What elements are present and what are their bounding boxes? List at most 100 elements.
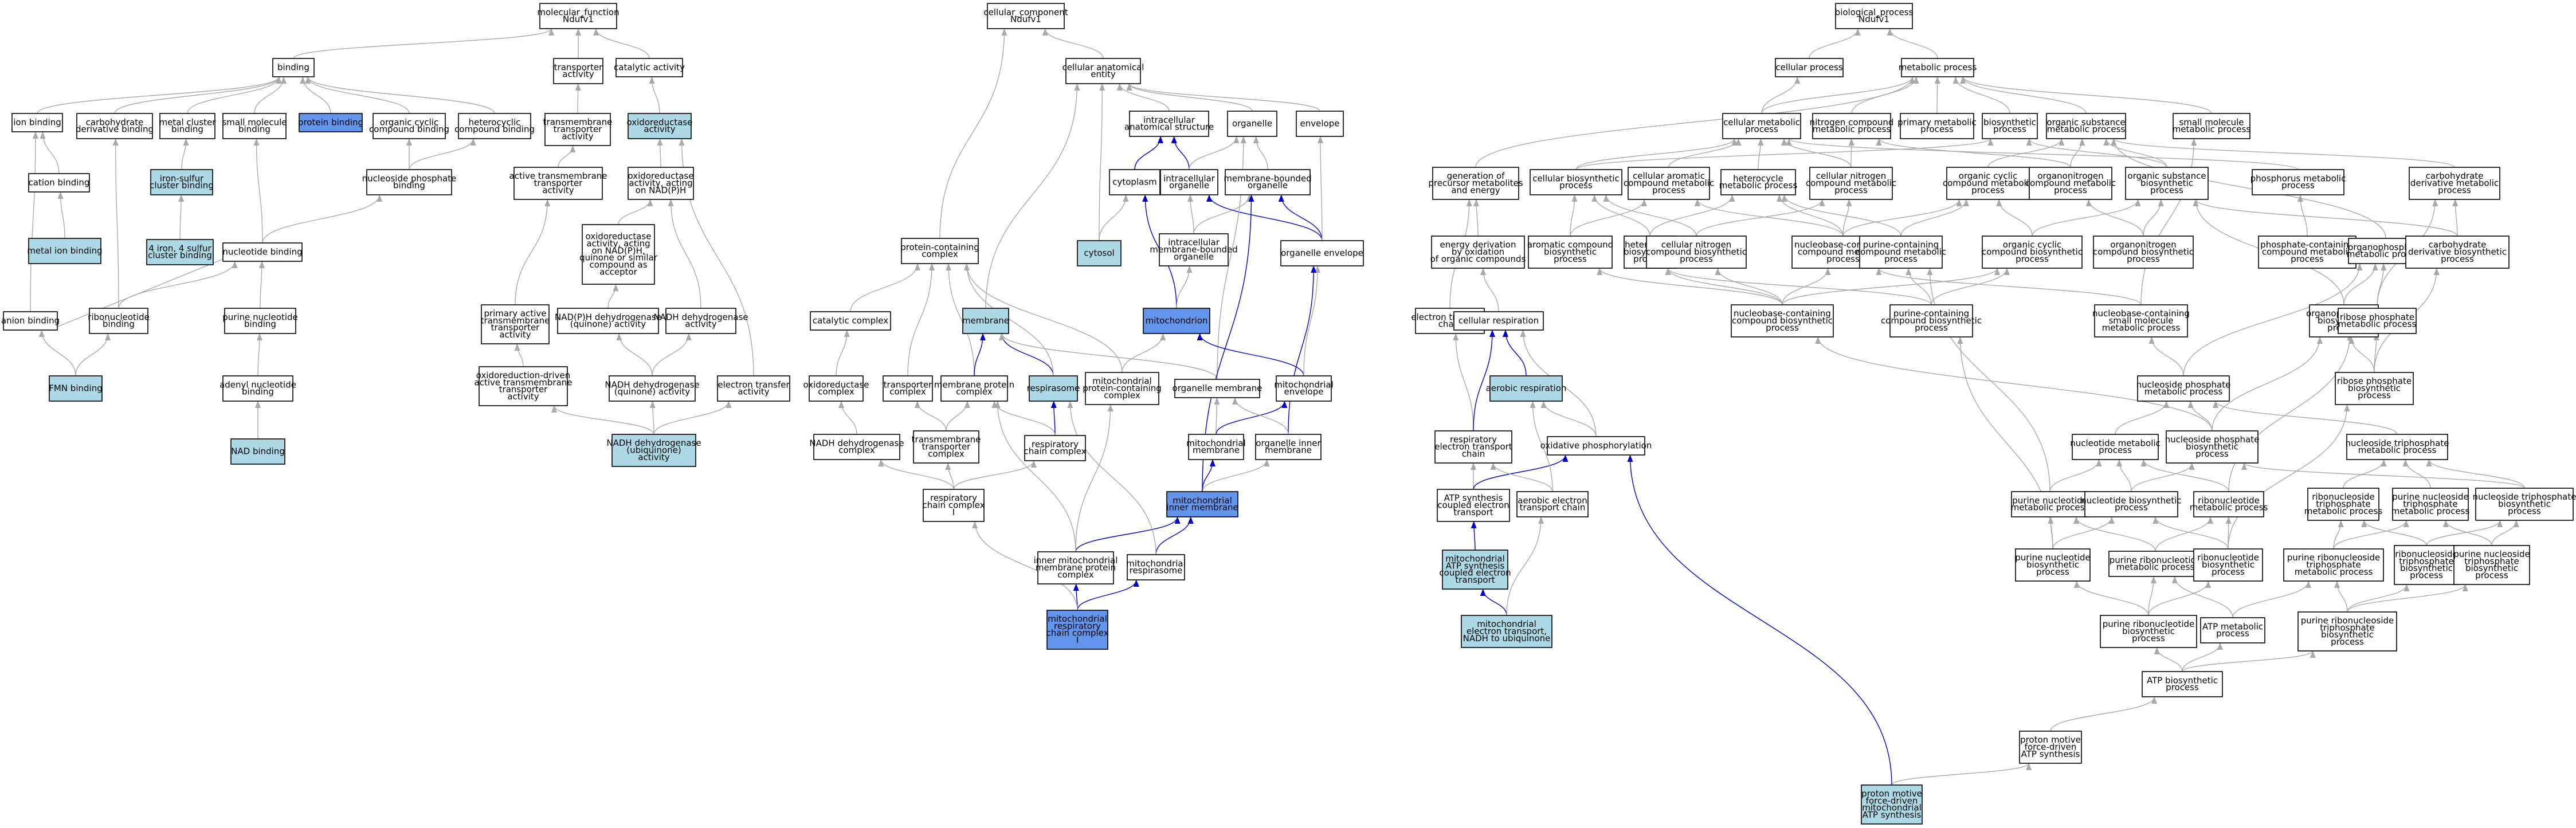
node-label: binding (242, 387, 274, 397)
node-box (1720, 169, 1796, 195)
go-term-node: oxidative phosphorylation (1540, 436, 1652, 456)
node-label: quinone or similar (579, 253, 658, 263)
edge-is-a (2402, 459, 2431, 489)
edge-is-a (1597, 268, 1783, 305)
edge-is-a (653, 401, 732, 435)
node-label: metabolic process (1813, 124, 1891, 135)
node-label: ion binding (13, 117, 61, 128)
edge-is-a (1253, 136, 1268, 170)
node-label: ribonucleotide (2197, 552, 2259, 563)
node-box (901, 238, 979, 264)
node-label: organic cyclic (380, 117, 438, 127)
node-label: process (2475, 570, 2508, 580)
edge-is-a (2377, 263, 2387, 309)
node-label: purine-containing (1893, 308, 1969, 319)
node-label: metabolic process (2173, 124, 2251, 135)
node-label: active transmembrane (475, 377, 573, 387)
node-label: aerobic electron (1518, 495, 1587, 505)
node-label: nucleoside phosphate (2136, 379, 2231, 390)
node-label: entity (1091, 69, 1116, 80)
node-label: biosynthetic (2465, 563, 2518, 574)
edge-is-a (985, 83, 1080, 309)
edge-is-a (118, 261, 238, 309)
node-box (1434, 430, 1512, 464)
edge-is-a (1475, 76, 1915, 168)
node-label: purine ribonucleotide (2103, 619, 2195, 629)
node-label: process (2331, 637, 2364, 647)
node-label: intracellular (1168, 237, 1220, 248)
edge-is-a (657, 138, 663, 168)
edge-is-a (836, 329, 850, 376)
node-box (479, 366, 568, 406)
node-label: process (2281, 180, 2315, 191)
edge-is-a (953, 460, 1037, 490)
go-term-node: respirasome (1027, 375, 1080, 402)
node-label: on NAD(P)H, (591, 245, 645, 256)
node-label: carbohydrate (2426, 171, 2484, 181)
node-box (987, 3, 1065, 29)
node-box (2394, 545, 2459, 585)
node-label: membrane (962, 316, 1009, 326)
node-label: cluster binding (150, 180, 214, 191)
node-label: biosynthetic (2348, 383, 2401, 394)
edge-is-a (1781, 194, 1901, 237)
node-label: metabolic process (1899, 62, 1977, 73)
edge-is-a (1668, 138, 1742, 168)
node-label: 4 iron, 4 sulfur (148, 243, 211, 253)
node-box (230, 438, 285, 465)
node-label: metabolic process (2190, 503, 2268, 513)
node-label: ribose phosphate (2340, 312, 2414, 322)
edge-is-a (558, 145, 576, 168)
node-box (1160, 169, 1218, 195)
go-term-node: anion binding (1, 311, 60, 331)
node-label: triphosphate (2320, 622, 2375, 633)
node-label: organic substance (2046, 117, 2125, 127)
edge-is-a (254, 76, 287, 114)
node-label: activity (507, 391, 539, 402)
node-label: process (1826, 254, 1860, 264)
node-label: metabolic process (1719, 180, 1798, 191)
node-label: ribose phosphate (2337, 376, 2412, 386)
edge-part-of (998, 333, 1054, 376)
node-box (582, 224, 655, 285)
edge-is-a (1540, 401, 1597, 437)
edge-is-a (2152, 516, 2229, 550)
node-label: metabolic process (2358, 445, 2437, 456)
node-label: process (2212, 567, 2245, 577)
edge-part-of (1502, 329, 1527, 376)
node-label: transmembrane (912, 434, 981, 445)
node-label: mitochondrial (1477, 619, 1536, 629)
edge-is-a (262, 194, 383, 244)
node-label: metabolic process (2102, 323, 2181, 333)
edge-is-a (2050, 696, 2157, 732)
node-label: nitrogen compound (1810, 117, 1894, 127)
node-box (1225, 169, 1311, 195)
node-label: process (2410, 570, 2443, 580)
node-label: purine nucleotide (222, 312, 298, 322)
edge-is-a (1099, 83, 1105, 241)
node-label: small molecule (222, 117, 287, 127)
node-label: transport (1455, 575, 1495, 585)
edge-is-a (2426, 520, 2503, 546)
node-label: process (2132, 633, 2165, 643)
edge-is-a (945, 462, 954, 490)
node-box (1722, 113, 1801, 139)
node-label: process (2216, 629, 2249, 639)
edge-is-a (2070, 138, 2085, 168)
node-box (1166, 491, 1238, 517)
edge-is-a (2348, 336, 2375, 373)
edge-is-a (1694, 199, 1844, 237)
node-label: compound biosynthetic (1732, 316, 1833, 326)
